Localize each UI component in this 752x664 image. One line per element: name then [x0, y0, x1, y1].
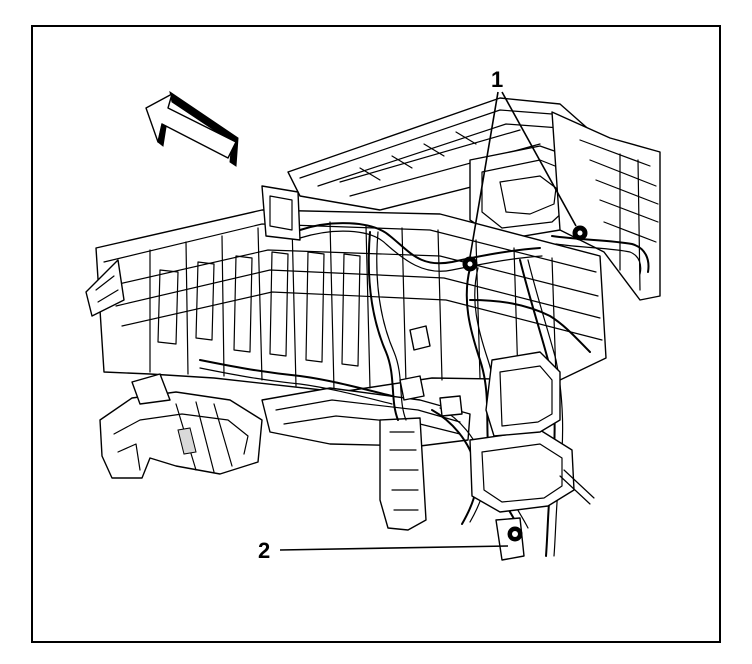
front-direction-arrow-icon [145, 90, 239, 167]
callout-label-2: 2 [258, 538, 270, 563]
left-lower-bracket [99, 373, 263, 479]
leader-lines [279, 91, 577, 551]
callout-label-1: 1 [491, 67, 503, 92]
lower-duct-assembly [261, 387, 471, 531]
right-lower-module [469, 351, 595, 561]
